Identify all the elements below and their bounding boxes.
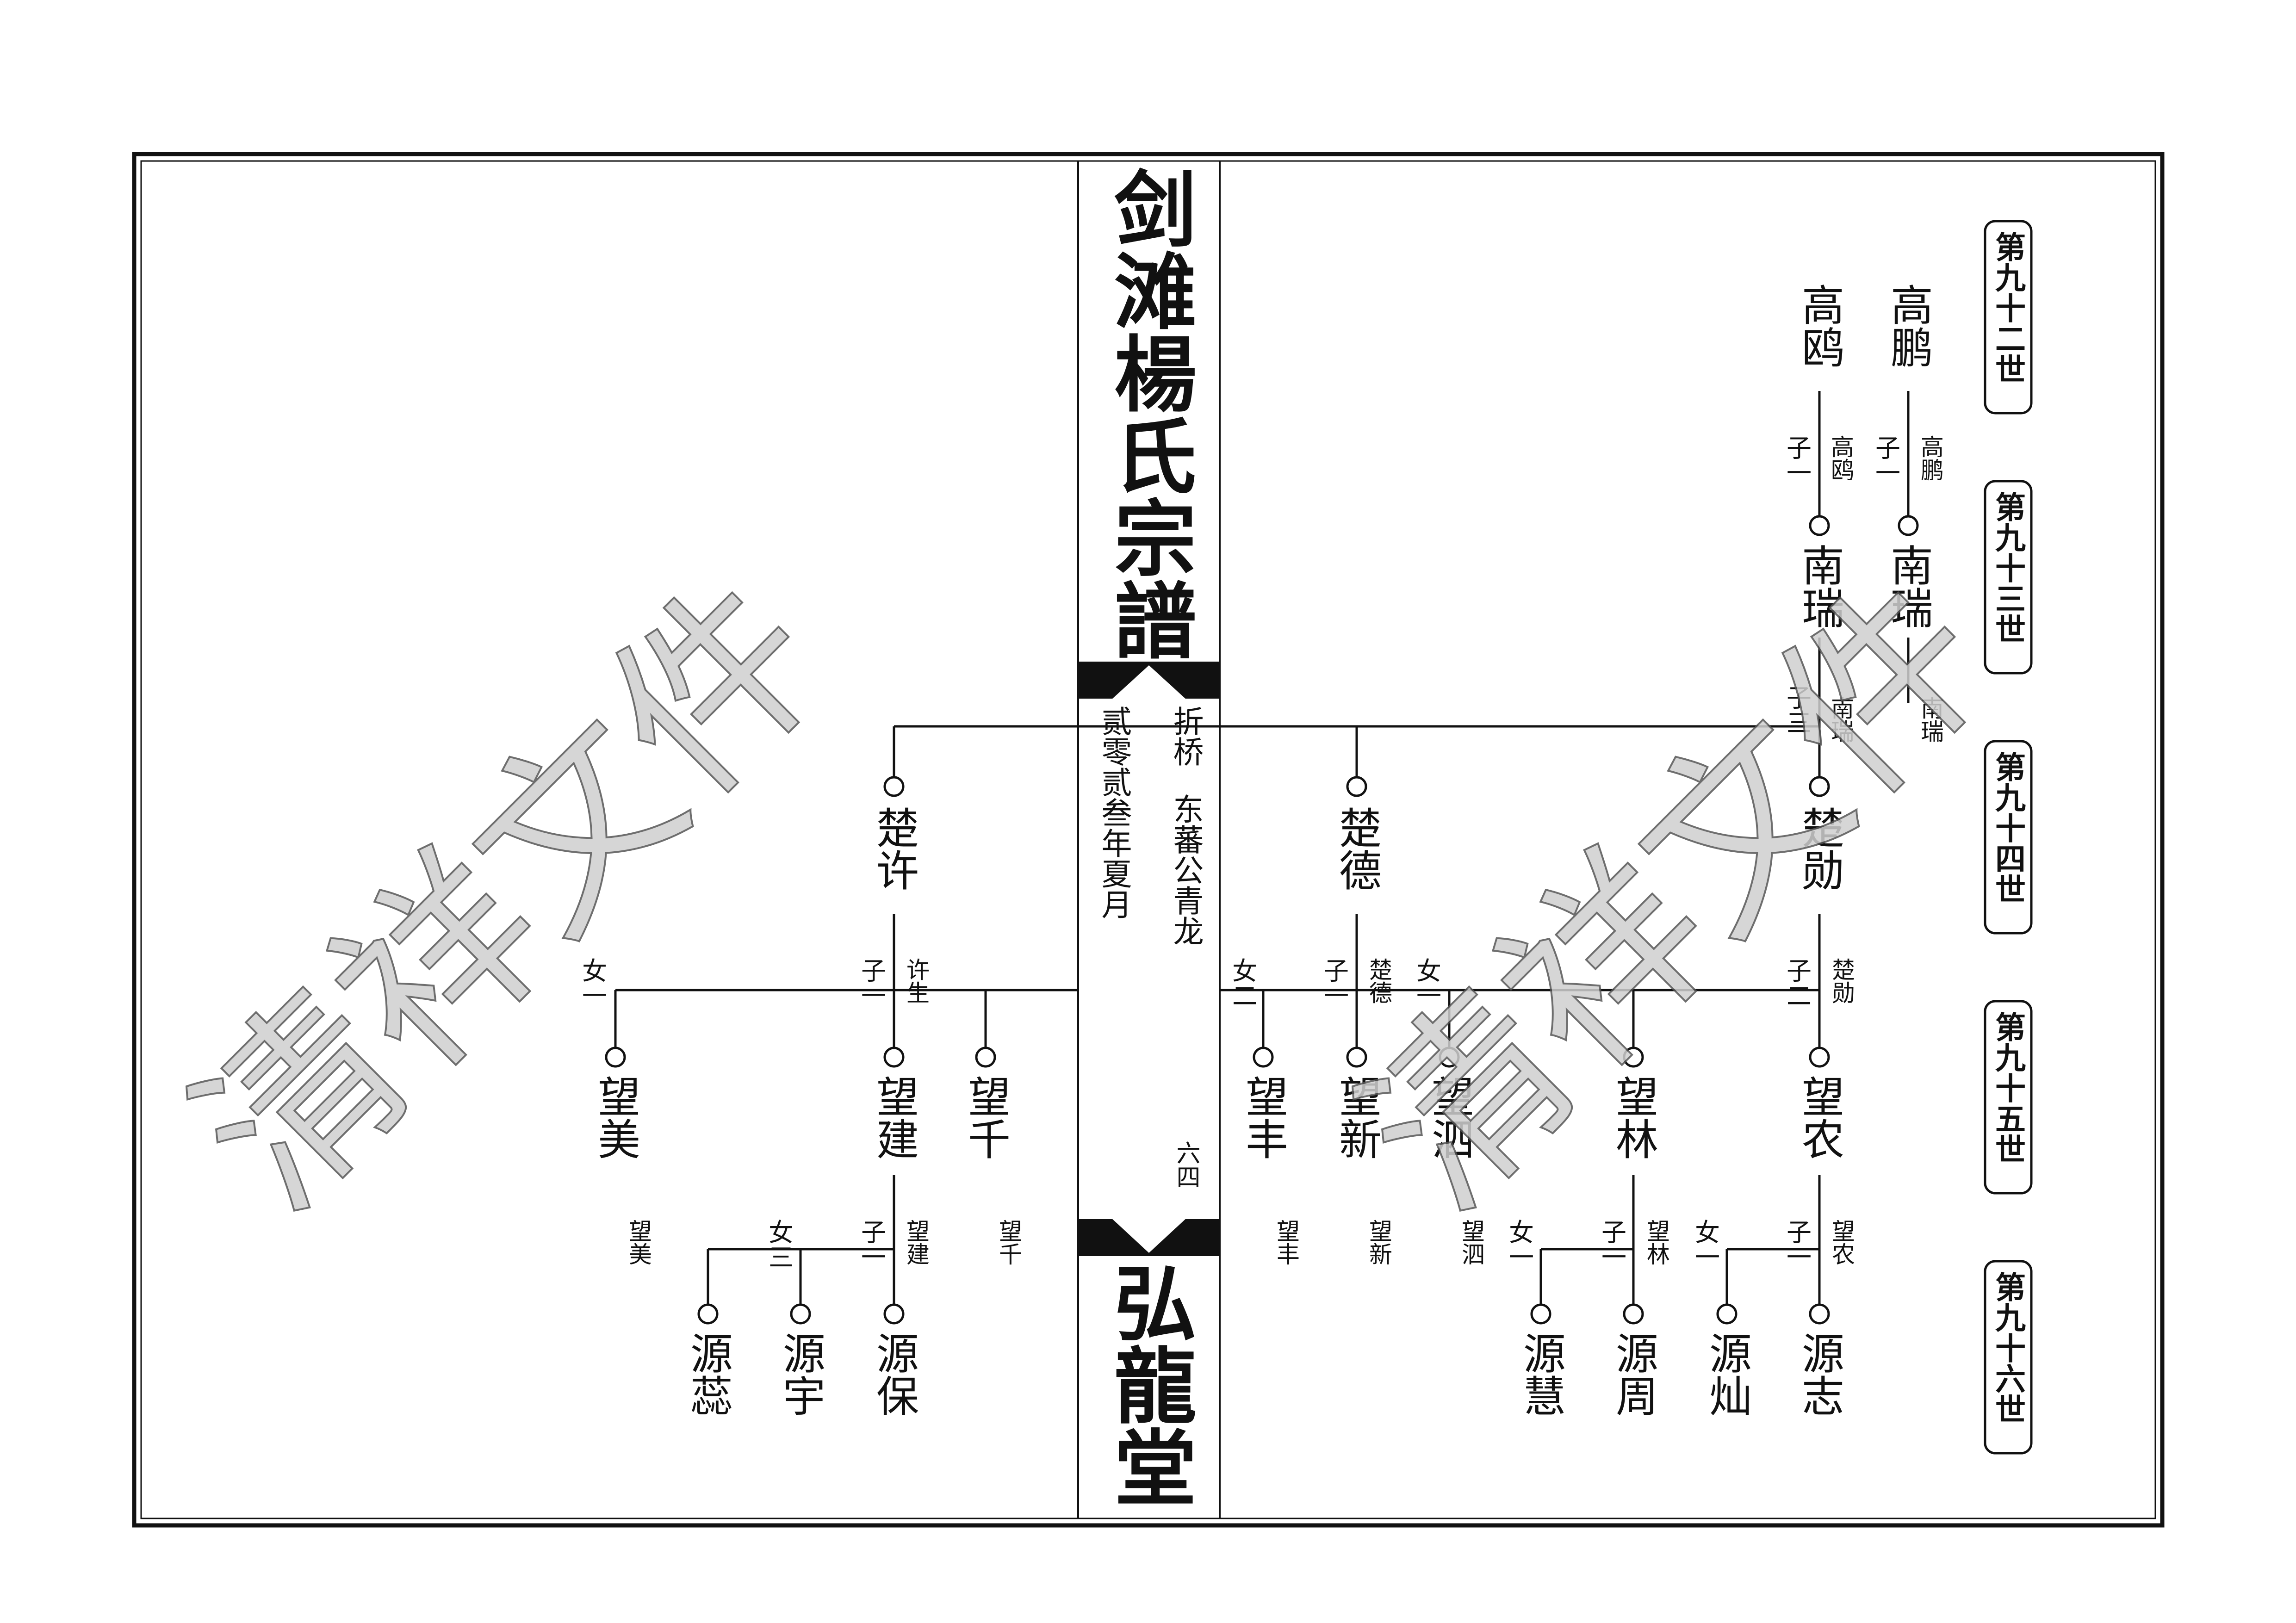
generation-labels: 第九十二世 第九十三世 第九十四世 第九十五世 第九十六世 [1984,220,2033,1455]
name-yuanzhou: 源周 [1609,1332,1658,1417]
tree-lines [614,391,1910,1305]
inner-border [140,160,2156,1519]
spine-hall: 弘龍堂 [1101,1261,1198,1508]
note-wangnong-son-rank: 子一 [1782,1219,1812,1269]
node-yuanzhou [1623,1303,1644,1325]
note-nanrui1-rank: 子三 [1782,685,1812,735]
node-wangxin [1346,1047,1367,1068]
name-yuanzhi: 源志 [1795,1332,1844,1417]
node-chude [1346,776,1367,797]
node-yuanbao [883,1303,905,1325]
note-wangqian-parent: 望千 [995,1219,1022,1265]
compile-date: 贰零贰叁年夏月 [1097,706,1132,919]
tree-nodes [605,515,1919,1325]
node-wanglin [1623,1047,1644,1068]
name-yuanyu: 源宇 [776,1332,825,1417]
note-wanglin-son-rank: 子一 [1597,1219,1626,1269]
note-wangjian-dau-rank: 女三 [764,1219,794,1269]
note-wangsi-parent: 望泗 [1458,1219,1485,1265]
name-gaoou: 高鸥 [1795,283,1844,368]
node-wangnong [1809,1047,1830,1068]
name-wangnong: 望农 [1795,1075,1844,1160]
note-chude-parent: 楚德 [1365,958,1392,1004]
node-wangsi [1439,1047,1460,1068]
node-wangjian [883,1047,905,1068]
node-chuxun [1809,776,1830,797]
note-wangmei-parent: 望美 [625,1219,652,1265]
name-wangfeng: 望丰 [1239,1075,1288,1160]
page-number: 六四 [1172,1140,1200,1189]
node-wangqian [975,1047,996,1068]
gen-label-96: 第九十六世 [1990,1271,2026,1424]
compiler-name: 东蕃公青龙 [1168,793,1204,946]
person-names: 高鸥 高鹏 南瑞 南瑞 楚许 楚德 楚勋 望美 望建 望千 望丰 望新 望泗 望… [591,283,1933,1417]
name-wanglin: 望林 [1609,1075,1658,1160]
name-yuanhui: 源慧 [1516,1332,1566,1417]
note-chuxu-son-rank: 子一 [857,958,886,1008]
node-yuanrui [697,1303,719,1325]
name-chude: 楚德 [1332,806,1382,891]
name-chuxu: 楚许 [869,806,919,891]
gen-label-95: 第九十五世 [1990,1011,2026,1164]
note-wangfeng-parent: 望丰 [1273,1219,1300,1265]
node-wangfeng [1253,1047,1274,1068]
node-nanrui-2 [1898,515,1919,536]
note-wangnong-dau-rank: 女一 [1691,1219,1720,1269]
name-wangqian: 望千 [961,1075,1011,1160]
name-chuxun: 楚勋 [1795,806,1844,891]
compiler-place: 折桥 [1168,706,1204,767]
note-wangsi-dau-rank: 女一 [1505,1219,1534,1269]
note-nanrui1-parent: 南瑞 [1827,696,1854,743]
name-wangsi: 望泗 [1425,1075,1474,1160]
note-gaoou-rank: 子一 [1782,435,1812,485]
node-nanrui-1 [1809,515,1830,536]
note-chuxun-parent: 楚勋 [1828,958,1855,1004]
name-wangjian: 望建 [869,1075,919,1160]
note-wanglin-parent: 望林 [1643,1219,1670,1265]
note-wangjian-parent: 望建 [903,1219,930,1265]
gen-label-93: 第九十三世 [1990,491,2026,644]
name-yuanrui: 源蕊 [683,1332,733,1417]
note-gaoou-parent: 高鸥 [1827,435,1854,481]
node-yuanyu [790,1303,811,1325]
node-chuxu [883,776,905,797]
node-yuanzhi [1809,1303,1830,1325]
name-wangxin: 望新 [1332,1075,1382,1160]
name-yuancan: 源灿 [1702,1332,1752,1417]
node-wangmei [605,1047,626,1068]
watermark-right: 清祥文件 [1321,540,2031,1250]
note-wangxin-parent: 望新 [1365,1219,1392,1265]
name-nanrui-1: 南瑞 [1795,544,1844,629]
spine: 剑滩楊氏宗譜 弘龍堂 折桥 东蕃公青龙 贰零贰叁年夏月 六四 [1077,161,1221,1518]
name-gaopeng: 高鹏 [1884,283,1933,368]
gen-label-92: 第九十二世 [1990,231,2026,384]
note-gaopeng-parent: 高鹏 [1917,435,1944,481]
spine-title: 剑滩楊氏宗譜 [1101,167,1198,661]
note-chuxun-dau-rank: 女一 [1412,958,1441,1008]
watermark-left: 清祥文件 [155,540,865,1250]
annotations: 子一 高鸥 子一 高鹏 子三 南瑞 南瑞 许生 子一 女一 楚德 子一 女二 楚… [578,435,1944,1269]
note-wangjian-son-rank: 子一 [857,1219,886,1269]
outer-border [132,152,2165,1528]
node-yuanhui [1530,1303,1551,1325]
note-chuxun-son-rank: 子二 [1782,958,1812,1008]
note-gaopeng-rank: 子一 [1871,435,1900,485]
name-wangmei: 望美 [591,1075,640,1160]
note-chude-dau-rank: 女二 [1228,958,1257,1008]
node-yuancan [1716,1303,1738,1325]
gen-label-94: 第九十四世 [1990,751,2026,904]
name-yuanbao: 源保 [869,1332,919,1417]
note-wangnong-parent: 望农 [1828,1219,1855,1265]
note-chude-son-rank: 子一 [1320,958,1349,1008]
note-chuxu-dau-rank: 女一 [578,958,607,1008]
note-chuxu-parent: 许生 [903,958,930,1004]
note-nanrui2-parent: 南瑞 [1917,696,1944,743]
name-nanrui-2: 南瑞 [1884,544,1933,629]
